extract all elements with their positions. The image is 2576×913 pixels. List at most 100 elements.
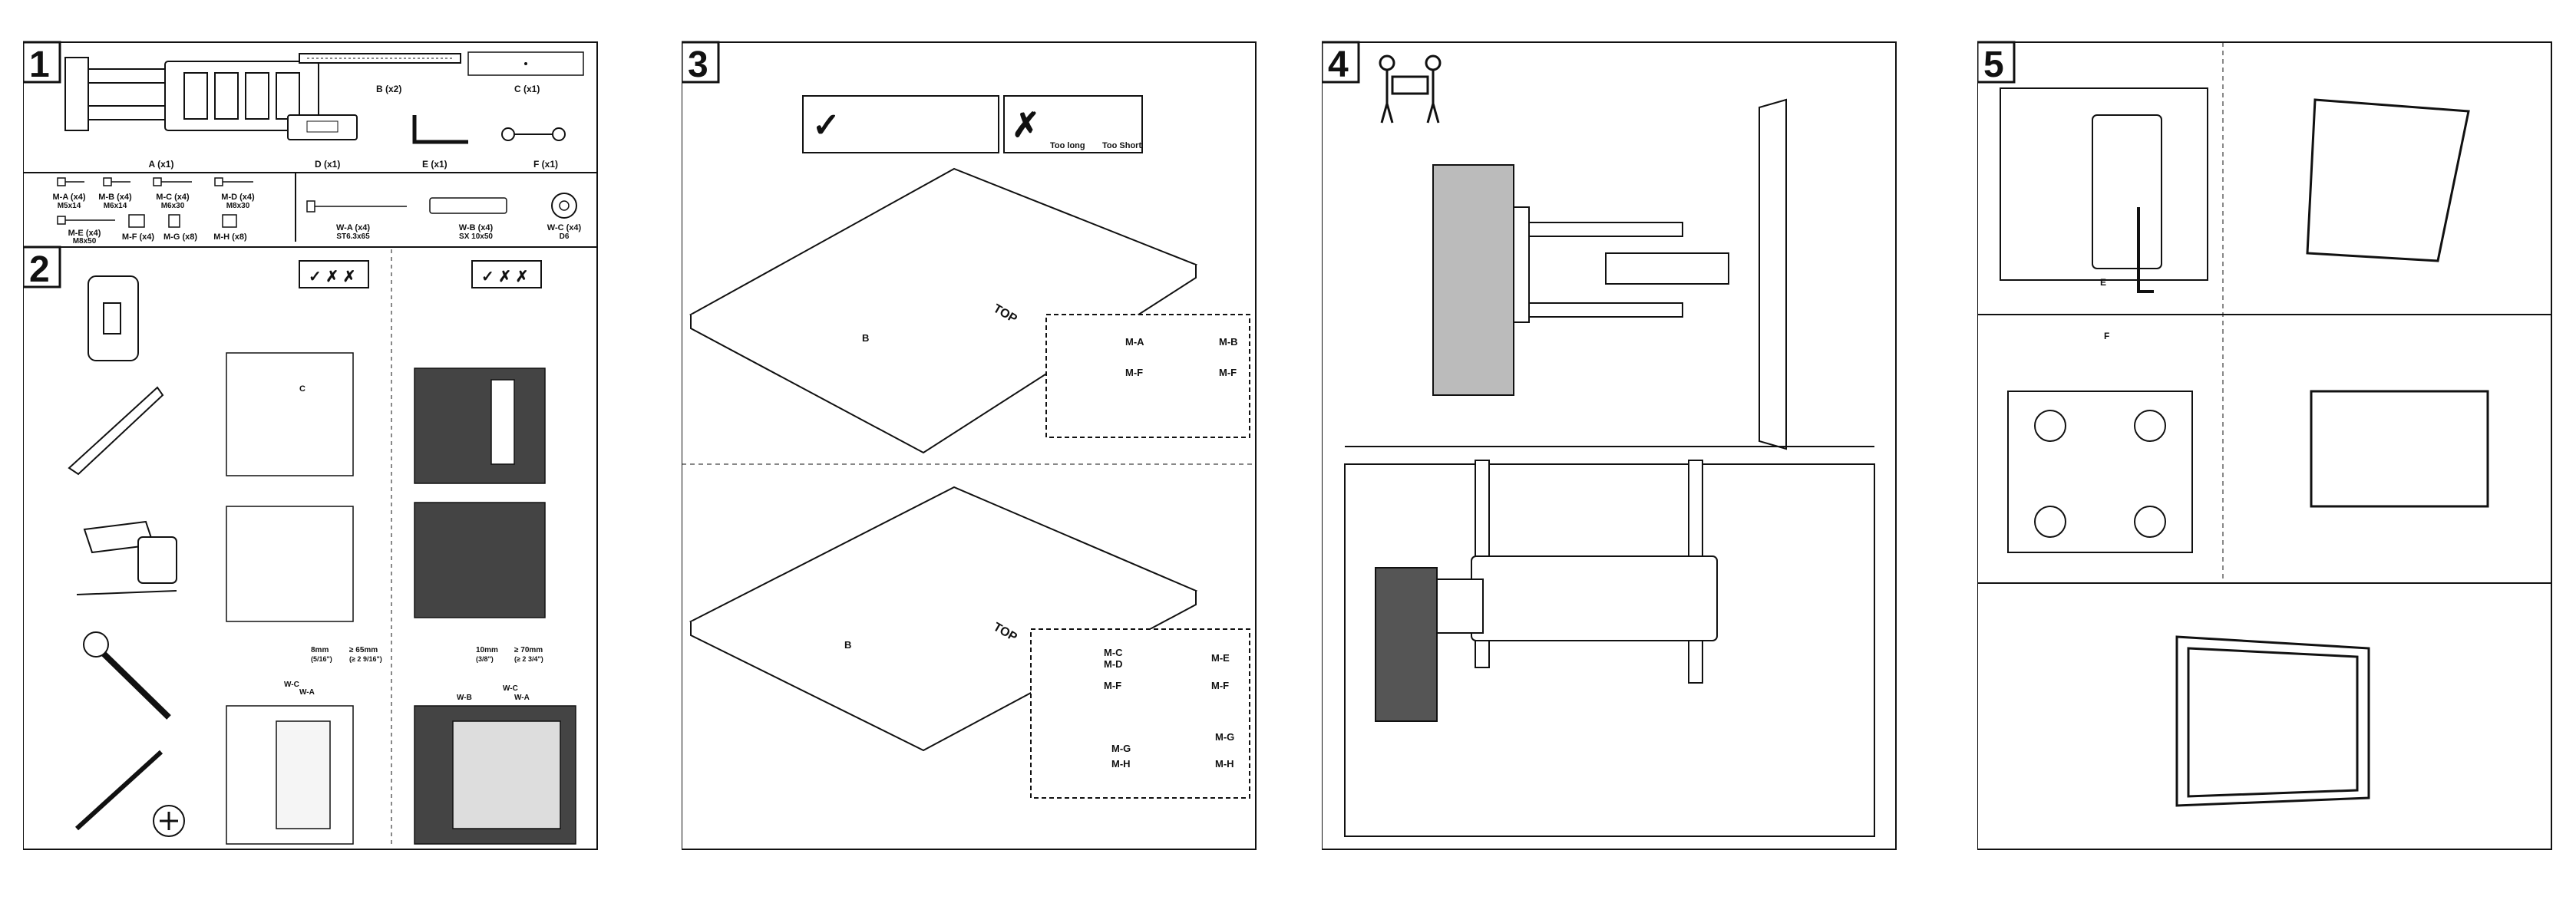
- wall-plug-icon: [429, 197, 507, 214]
- size-wc: D6: [560, 232, 570, 241]
- svg-text:3: 3: [688, 44, 708, 85]
- label-ma: M-A (x4): [53, 193, 86, 202]
- label-b-top: B: [862, 332, 869, 344]
- label-f-wrench: F: [2104, 331, 2109, 341]
- part-c-template: [467, 51, 584, 76]
- part-b-rail: [299, 53, 461, 64]
- rotate-tv-illustration: [2175, 635, 2370, 807]
- size-wb: SX 10x50: [459, 232, 493, 241]
- label-mb: M-B (x4): [98, 193, 132, 202]
- label-mc-detail: M-C: [1104, 647, 1123, 658]
- page-2: 3 ✓ ✗ Too long Too Short B TOP M-A M-F M…: [682, 0, 1257, 913]
- svg-text:2: 2: [29, 249, 50, 290]
- label-wc-wood: W-C: [284, 681, 299, 689]
- two-person-icon: [1379, 54, 1442, 124]
- label-me: M-E (x4): [68, 229, 101, 238]
- tilt-tv-illustration: [2306, 98, 2470, 262]
- label-wb-concrete: W-B: [457, 694, 472, 702]
- wood-wall-steps: [226, 352, 354, 845]
- part-a-bracket: [64, 57, 319, 131]
- size-mc: M6x30: [161, 202, 185, 210]
- label-mf-detail-2: M-F: [1219, 367, 1237, 378]
- tilt-adjust-detail: [2000, 87, 2208, 293]
- correct-icon: ✓: [812, 107, 841, 144]
- drill-size-2: 10mm: [476, 646, 498, 654]
- label-mf-detail-3: M-F: [1104, 680, 1121, 691]
- page-4: 5 E F: [1977, 0, 2553, 913]
- label-mg-detail-2: M-G: [1215, 731, 1234, 743]
- svg-text:✓ ✗ ✗: ✓ ✗ ✗: [481, 269, 528, 285]
- drill-size-2-in: (3/8"): [476, 655, 494, 663]
- size-wa: ST6.3x65: [336, 232, 370, 241]
- label-mh-detail-2: M-H: [1215, 758, 1234, 770]
- label-md-detail: M-D: [1104, 658, 1123, 670]
- screw-length-guide: [802, 95, 1143, 153]
- svg-text:4: 4: [1328, 44, 1349, 85]
- label-too-short: Too Short: [1102, 141, 1141, 150]
- drill-size-1-in: (5/16"): [311, 655, 332, 663]
- svg-text:5: 5: [1983, 44, 2004, 85]
- tools-column: [68, 275, 185, 837]
- step-1-badge: 1: [23, 41, 61, 85]
- label-wa: W-A (x4): [336, 223, 370, 232]
- size-ma: M5x14: [58, 202, 81, 210]
- size-me: M8x50: [73, 237, 97, 246]
- label-too-long: Too long: [1050, 141, 1085, 150]
- label-wb: W-B (x4): [459, 223, 494, 232]
- part-d-level: [287, 114, 358, 140]
- level-tv-illustration: [2310, 390, 2489, 508]
- swivel-adjust-detail: [2007, 391, 2193, 553]
- detail-box-top: [1045, 314, 1250, 438]
- label-md: M-D (x4): [221, 193, 255, 202]
- check-indicator-1: ✓ ✗ ✗: [299, 260, 369, 288]
- label-mg-detail-1: M-G: [1111, 743, 1131, 754]
- label-mb-detail: M-B: [1219, 336, 1238, 348]
- label-mf-detail-1: M-F: [1125, 367, 1143, 378]
- svg-text:1: 1: [29, 44, 50, 85]
- label-mc: M-C (x4): [156, 193, 190, 202]
- drill-size-1: 8mm: [311, 646, 329, 654]
- step-5-badge: 5: [1977, 41, 2016, 85]
- label-wa-concrete: W-A: [514, 694, 530, 702]
- hex-key-icon: [412, 115, 468, 144]
- label-wa-wood: W-A: [299, 688, 315, 697]
- page-1: 1 A (x1) B (x2) C (x1) D (x1) E (x1) F (…: [23, 0, 599, 913]
- label-e-hexkey: E: [2100, 277, 2106, 288]
- step-4-badge: 4: [1322, 41, 1360, 85]
- tv-back-top: [689, 167, 1198, 454]
- drill-depth-1-in: (≥ 2 9/16"): [349, 655, 382, 663]
- drill-depth-2-in: (≥ 2 3/4"): [514, 655, 543, 663]
- step-3-badge: 3: [682, 41, 720, 85]
- label-me-detail: M-E: [1211, 652, 1230, 664]
- size-mb: M6x14: [104, 202, 127, 210]
- label-part-e: E (x1): [422, 159, 447, 170]
- label-ma-detail: M-A: [1125, 336, 1144, 348]
- label-mf-detail-4: M-F: [1211, 680, 1229, 691]
- label-part-c: C (x1): [514, 84, 540, 94]
- size-md: M8x30: [226, 202, 250, 210]
- screw-icons: [57, 177, 253, 228]
- incorrect-icon: ✗: [1012, 107, 1040, 144]
- label-wc: W-C (x4): [547, 223, 582, 232]
- label-part-f: F (x1): [533, 159, 558, 170]
- label-mf: M-F (x4): [122, 232, 155, 242]
- label-c-template: C: [299, 384, 305, 394]
- label-wc-concrete: W-C: [503, 684, 518, 693]
- drill-depth-2: ≥ 70mm: [514, 646, 543, 654]
- label-mh: M-H (x8): [213, 232, 247, 242]
- label-mh-detail-1: M-H: [1111, 758, 1131, 770]
- label-part-a: A (x1): [149, 159, 174, 170]
- concrete-wall-steps: [414, 368, 576, 845]
- wrench-icon: [501, 127, 566, 141]
- label-b-bottom: B: [844, 639, 851, 651]
- detail-box-bottom: [1030, 628, 1250, 799]
- check-indicator-2: ✓ ✗ ✗: [471, 260, 542, 288]
- step-2-badge: 2: [23, 246, 61, 290]
- front-view-mount: [1344, 460, 1875, 837]
- side-view-mount: [1432, 98, 1787, 450]
- label-part-d: D (x1): [315, 159, 340, 170]
- drill-depth-1: ≥ 65mm: [349, 646, 378, 654]
- svg-text:✓ ✗ ✗: ✓ ✗ ✗: [309, 269, 355, 285]
- page-3: 4: [1322, 0, 1897, 913]
- label-part-b: B (x2): [376, 84, 401, 94]
